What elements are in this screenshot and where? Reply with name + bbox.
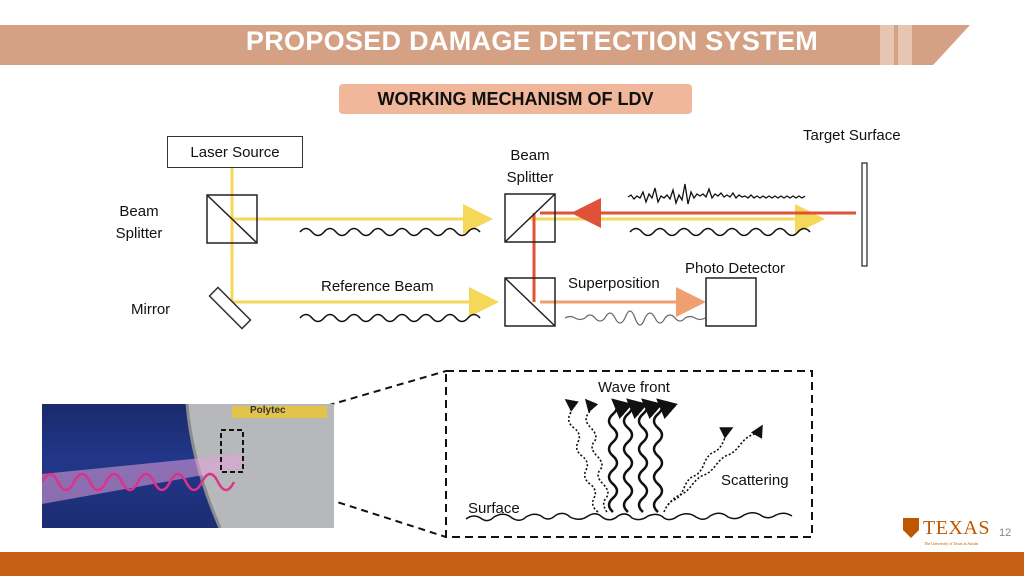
- logo-subtitle: The University of Texas at Austin: [924, 541, 978, 546]
- wave-measurement: [299, 227, 481, 237]
- wave-superposition: [564, 310, 706, 326]
- inset-connector-bottom: [246, 472, 447, 538]
- reference-beam-label: Reference Beam: [321, 278, 434, 295]
- beam-splitter-right-shape: [504, 193, 556, 243]
- inset-box: [445, 370, 813, 538]
- surface-label: Surface: [468, 500, 520, 517]
- photo-detector-label: Photo Detector: [685, 260, 786, 277]
- title-band-stripe: [898, 25, 912, 65]
- beam-splitter-left-label-line2: Splitter: [115, 225, 163, 242]
- inset-rough-surface: [465, 512, 793, 522]
- longhorn-shield-icon: [903, 518, 919, 538]
- beam-splitter-right-label: Beam Splitter: [494, 145, 566, 189]
- beam-splitter-left-label-line1: Beam: [119, 203, 159, 220]
- device-housing: [187, 404, 334, 528]
- scattering-rays: [564, 398, 763, 513]
- target-surface-label: Target Surface: [803, 127, 901, 144]
- wave-front-label: Wave front: [598, 379, 670, 396]
- brand-plate: [232, 406, 327, 418]
- mirror-shape: [208, 286, 252, 330]
- wave-reference: [299, 313, 481, 323]
- zoom-region-box: [220, 429, 244, 473]
- red-beams: [532, 198, 856, 302]
- bottom-bar: [0, 552, 1024, 576]
- title-band-stripe: [880, 25, 894, 65]
- yellow-beams: [230, 166, 825, 317]
- texas-logo: TEXAS: [903, 518, 990, 538]
- beam-splitter-bottom-shape: [504, 277, 556, 327]
- beam-splitter-right-label-line2: Splitter: [506, 169, 554, 186]
- title-band: [0, 25, 970, 65]
- beam-splitter-left-label: Beam Splitter: [103, 201, 175, 245]
- logo-word: TEXAS: [923, 517, 990, 539]
- wave-front-rays: [607, 398, 678, 513]
- beam-splitter-left-shape: [206, 194, 258, 244]
- mirror-label: Mirror: [131, 301, 171, 318]
- slide-title: PROPOSED DAMAGE DETECTION SYSTEM: [245, 26, 819, 56]
- scattering-label: Scattering: [721, 472, 789, 489]
- ldv-photo-art: [42, 404, 334, 528]
- inset-connector-top: [246, 370, 447, 430]
- wave-modulated-top: [627, 183, 806, 206]
- superposition-label: Superposition: [568, 275, 660, 292]
- slide-subtitle: WORKING MECHANISM OF LDV: [339, 84, 692, 114]
- wave-target-lower: [629, 227, 811, 237]
- laser-source-box: Laser Source: [167, 136, 303, 168]
- brand-label: Polytec: [250, 405, 286, 416]
- target-surface-plate: [861, 162, 868, 267]
- ldv-photo: Polytec: [42, 404, 334, 528]
- laser-beam-glow: [42, 454, 242, 504]
- beam-splitter-right-label-line1: Beam: [510, 147, 550, 164]
- photo-detector-box: [705, 277, 757, 327]
- laser-wave: [42, 472, 236, 492]
- page-number: 12: [999, 527, 1012, 539]
